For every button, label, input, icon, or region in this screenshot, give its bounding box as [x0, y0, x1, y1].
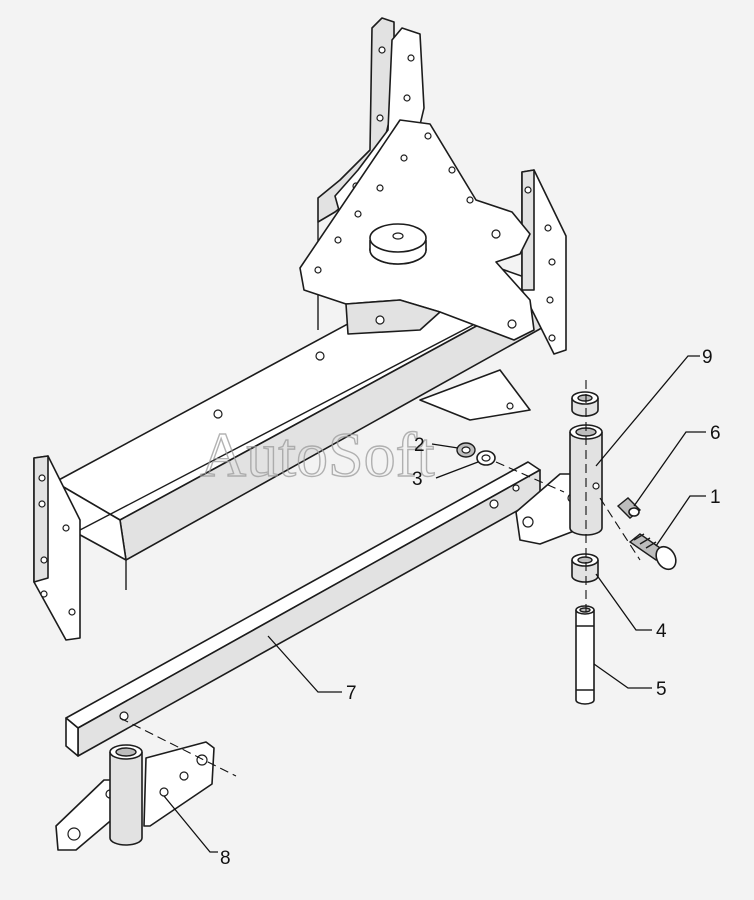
callout-5: 5 — [656, 679, 667, 700]
callout-9: 9 — [702, 347, 713, 368]
watermark-text: AutoSoft — [200, 419, 435, 490]
bushing-lower — [571, 553, 599, 583]
callout-8: 8 — [220, 848, 231, 869]
grease-nipple — [616, 497, 642, 519]
main-frame-assembly — [33, 17, 567, 641]
callouts: 9 6 1 4 5 2 3 7 8 — [163, 347, 721, 869]
bushing-upper — [571, 391, 599, 417]
bolt — [628, 533, 677, 571]
hinge-bracket-left — [55, 741, 215, 851]
callout-3: 3 — [412, 469, 423, 490]
callout-7: 7 — [346, 683, 357, 704]
centerlines — [119, 380, 641, 777]
callout-4: 4 — [656, 621, 667, 642]
beam-end-plate-right — [521, 169, 567, 355]
callout-6: 6 — [710, 423, 721, 444]
callout-1: 1 — [710, 487, 721, 508]
callout-2: 2 — [414, 435, 425, 456]
pivot-boss — [369, 223, 427, 265]
beam-end-plate-left — [33, 455, 81, 641]
lower-bracket — [419, 369, 531, 421]
pivot-pin — [575, 605, 595, 705]
nut-and-washer — [456, 442, 496, 466]
